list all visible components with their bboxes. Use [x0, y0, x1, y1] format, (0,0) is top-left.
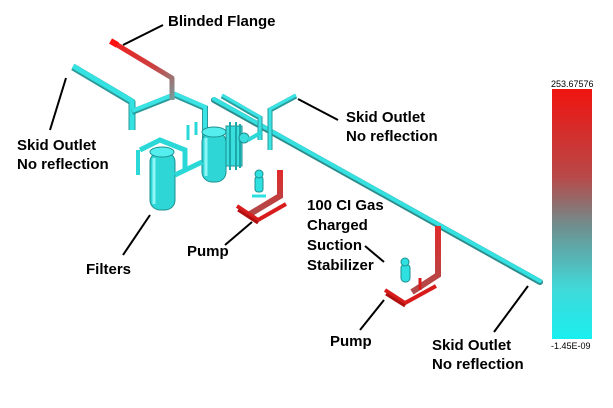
leader-stabilizer	[364, 245, 385, 263]
skid-outlet-bottom-label: Skid Outlet	[432, 337, 512, 354]
leader-lines	[49, 24, 529, 333]
stabilizer-label-line3: Suction	[307, 237, 362, 254]
pump-left-label: Pump	[187, 243, 229, 260]
skid-outlet-left-label: Skid Outlet	[17, 137, 97, 154]
colorbar-max-label: 253.67576	[551, 79, 594, 89]
stabilizer-label-line1: 100 CI Gas	[307, 197, 384, 214]
pump-bottom	[383, 226, 441, 308]
leader-skid-outlet-left	[49, 77, 67, 131]
leader-pump-bottom	[359, 299, 385, 331]
pump-bottom-label: Pump	[330, 333, 372, 350]
leader-skid-outlet-bottom	[493, 285, 529, 333]
pump-left	[235, 169, 287, 225]
leader-filters	[122, 214, 151, 256]
left-inlet-pipe	[71, 63, 208, 140]
blinded-flange-label: Blinded Flange	[168, 13, 276, 30]
filter-vessels	[136, 122, 227, 211]
valve-manifold	[225, 122, 263, 170]
skid-outlet-bottom-sublabel: No reflection	[432, 356, 524, 373]
colorbar-min-label: -1.45E-09	[551, 341, 591, 351]
stabilizer-label-line2: Charged	[307, 217, 368, 234]
filters-label: Filters	[86, 261, 132, 278]
stabilizer-label-line4: Stabilizer	[307, 257, 374, 274]
skid-outlet-top-label: Skid Outlet	[346, 109, 426, 126]
skid-outlet-left-sublabel: No reflection	[17, 156, 109, 173]
leader-pump-left	[224, 221, 253, 246]
leader-skid-outlet-top	[297, 98, 339, 121]
color-scale-bar	[552, 89, 592, 339]
blinded-flange-pipe	[109, 38, 175, 100]
leader-blinded-flange	[122, 24, 164, 46]
skid-outlet-top-sublabel: No reflection	[346, 128, 438, 145]
